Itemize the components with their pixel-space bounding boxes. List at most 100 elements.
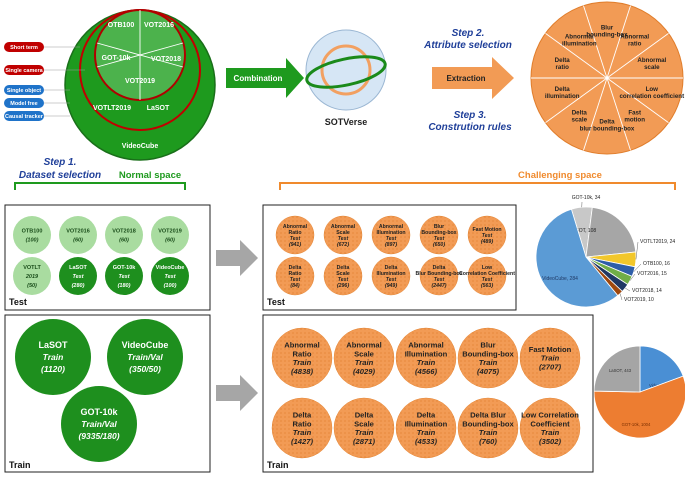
challenge-test-l1: Fast Motion <box>472 227 501 233</box>
normal-test-name: OTB100 <box>22 229 43 235</box>
challenge-train-l2: Scale <box>354 419 374 428</box>
step3-line2: Constrution rules <box>428 122 512 133</box>
step2-line1: Step 2. <box>452 28 485 39</box>
challenge-train-circle <box>519 397 581 459</box>
challenge-test-l1: Abnormal <box>331 224 356 230</box>
challenge-train-l1: Abnormal <box>346 341 381 350</box>
wheel-divider <box>606 77 669 124</box>
challenge-test-l1: Low <box>482 265 493 271</box>
pie-slice <box>585 206 637 258</box>
challenge-test-sub: Test <box>338 277 349 283</box>
inner-divider-lines <box>96 10 184 100</box>
normal-test-panel <box>4 204 211 311</box>
challenge-train-l2: Illumination <box>405 349 448 358</box>
challenge-test-l2: Ratio <box>289 271 302 277</box>
challenge-train-circle <box>271 397 333 459</box>
challenge-test-sub: Test <box>434 236 445 242</box>
test-transfer-arrow <box>216 240 258 276</box>
challenge-test-circle <box>467 215 507 255</box>
normal-test-circle <box>13 257 51 295</box>
wheel-divider <box>606 32 669 79</box>
combination-label: Combination <box>234 74 283 83</box>
challenging-bracket <box>279 182 676 190</box>
normal-test-item: VOT2018(60) <box>105 216 143 254</box>
normal-test-circle <box>105 216 143 254</box>
challenge-test-sub: Test <box>434 277 445 283</box>
label-vot2019: VOT2019 <box>125 78 155 85</box>
challenge-test-l1: Delta <box>433 265 446 271</box>
tag-causal-tracker: Causal tracker <box>5 114 44 120</box>
normal-test-label: Test <box>9 297 27 307</box>
challenge-train-count: (4533) <box>415 437 437 446</box>
challenge-train-sub: Train <box>293 358 312 367</box>
normal-train-count: (9335/180) <box>78 431 119 441</box>
step1-line2: Dataset selection <box>19 170 101 181</box>
challenge-train-sub: Train <box>541 428 560 437</box>
pie-label: LaSOT, 108 <box>570 228 597 234</box>
pie-label: GOT-10k, 1004 <box>622 422 651 427</box>
sotverse-sphere: SOTVerse <box>305 29 387 127</box>
challenge-train-l1: Abnormal <box>284 341 319 350</box>
normal-train-circle <box>61 386 137 462</box>
challenge-train-l2: Bounding-box <box>462 419 514 428</box>
sotverse-label: SOTVerse <box>325 117 368 127</box>
label-vot2018: VOT2018 <box>151 56 181 63</box>
challenge-test-circles: AbnormalRatioTest(941)AbnormalScaleTest(… <box>275 215 515 296</box>
challenge-test-count: (941) <box>289 242 301 248</box>
normal-train-name: LaSOT <box>38 340 68 350</box>
challenge-train-l2: Scale <box>354 349 374 358</box>
challenge-test-sub: Test <box>386 236 397 242</box>
normal-test-item: OTB100 (100) <box>13 216 51 254</box>
challenge-train-sub: Train <box>417 428 436 437</box>
challenge-test-l2: Scale <box>336 230 350 236</box>
normal-train-circles: LaSOTTrain(1120)VideoCubeTrain/Val(350/5… <box>15 319 183 462</box>
challenge-train-count: (4029) <box>353 367 375 376</box>
challenge-test-circle <box>323 215 363 255</box>
wheel-divider <box>545 77 608 124</box>
normal-train-sub: Train <box>43 352 64 362</box>
challenge-train-sub: Train <box>417 358 436 367</box>
challenge-test-circle <box>323 256 363 296</box>
challenge-train-sub: Train <box>355 358 374 367</box>
label-otb100: OTB100 <box>108 22 135 29</box>
challenge-test-sub: Test <box>290 277 301 283</box>
challenge-test-sub: Test <box>482 277 493 283</box>
normal-train-circle <box>15 319 91 395</box>
challenge-train-sub: Train <box>479 358 498 367</box>
normal-test-circle <box>59 216 97 254</box>
challenge-train-l1: Delta <box>355 411 374 420</box>
normal-test-name: VOTLT <box>23 265 41 271</box>
normal-test-name: VOT2016 <box>66 229 90 235</box>
pie-slice <box>535 208 619 308</box>
challenge-train-circle <box>333 327 395 389</box>
challenge-train-l1: Abnormal <box>408 341 443 350</box>
normal-test-count: (100) <box>26 238 39 244</box>
challenge-train-count: (1427) <box>291 437 313 446</box>
challenge-test-l2: Illumination <box>376 230 405 236</box>
pie-label: GOT-10k, 34 <box>572 195 601 201</box>
train-transfer-arrow <box>216 375 258 411</box>
normal-test-name: VideoCube <box>156 265 185 271</box>
challenge-test-l1: Delta <box>385 265 398 271</box>
challenge-test-l2: Correlation Coefficient <box>459 271 515 277</box>
step1-line1: Step 1. <box>44 157 77 168</box>
